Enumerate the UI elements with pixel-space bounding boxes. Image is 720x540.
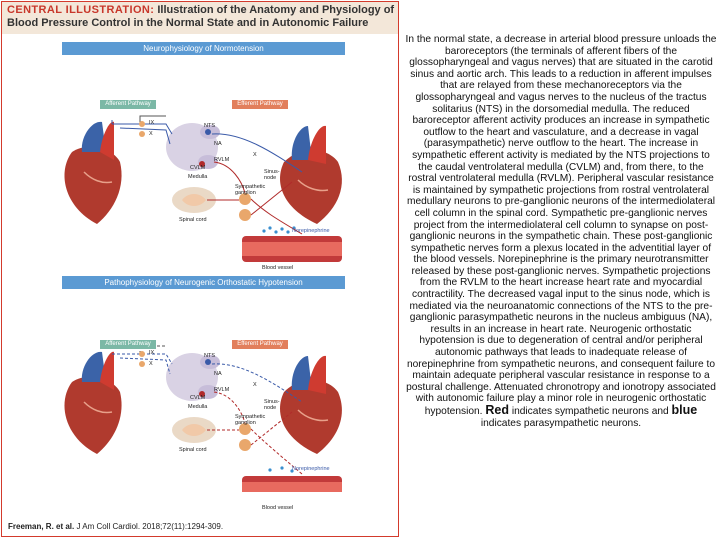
efferent-pathway-tag: Efferent Pathway <box>232 100 288 109</box>
norepinephrine-label-bottom: Norepinephrine <box>292 466 330 472</box>
spinal-cord-top <box>172 187 216 213</box>
figure-description: In the normal state, a decrease in arter… <box>405 34 717 429</box>
medulla-top <box>166 123 220 171</box>
norepinephrine-label-top: Norepinephrine <box>292 228 330 234</box>
panel-heading-normotension: Neurophysiology of Normotension <box>62 42 345 55</box>
spinal-cord-label-top: Spinal cord <box>179 217 207 223</box>
x-label-top: X <box>149 131 153 137</box>
description-end: indicates parasympathetic neurons. <box>480 417 642 429</box>
sinus-node-label-top: Sinus- node <box>264 169 280 181</box>
description-mid: indicates sympathetic neurons and <box>511 406 669 417</box>
spinal-cord-label-bottom: Spinal cord <box>179 447 207 453</box>
na-label-bottom: NA <box>214 371 222 377</box>
cvlm-label-top: CVLM <box>190 165 206 171</box>
na-label-top: NA <box>214 141 222 147</box>
blood-vessel-label-top: Blood vessel <box>262 265 294 271</box>
neural-pathways-bottom <box>112 345 303 475</box>
medulla-label-bottom: Medulla <box>188 404 208 410</box>
red-keyword: Red <box>485 403 509 417</box>
neural-pathways-top <box>111 115 303 235</box>
figure-title-text: Illustration of the Anatomy and Physiolo… <box>7 4 395 29</box>
ganglion-label-bottom: Sympathetic ganglion <box>235 414 266 426</box>
citation-authors: Freeman, R. et al. <box>8 522 75 531</box>
sinus-node-label-bottom: Sinus- node <box>264 399 280 411</box>
sympathetic-ganglion-bottom <box>239 423 251 451</box>
panel-heading-noh: Pathophysiology of Neurogenic Orthostati… <box>62 276 345 289</box>
heart-right-bottom <box>280 355 342 454</box>
x-nerve-label-bottom: X <box>253 382 257 388</box>
citation-source: J Am Coll Cardiol. 2018;72(11):1294-309. <box>76 522 224 531</box>
rvlm-label-bottom: RVLM <box>214 387 230 393</box>
description-main: In the normal state, a decrease in arter… <box>405 34 717 417</box>
nts-label-top: NTS <box>204 123 215 129</box>
nts-label-bottom: NTS <box>204 353 215 359</box>
spinal-cord-bottom <box>172 417 216 443</box>
ix-ganglion-top <box>139 121 145 127</box>
figure-header: CENTRAL ILLUSTRATION: Illustration of th… <box>2 2 398 34</box>
ix-label-top: IX <box>149 120 155 126</box>
figure-title-lead: CENTRAL ILLUSTRATION: <box>7 4 155 16</box>
efferent-pathway-tag-bottom: Efferent Pathway <box>232 340 288 349</box>
anatomy-diagram <box>64 115 342 492</box>
figure-citation: Freeman, R. et al. J Am Coll Cardiol. 20… <box>8 522 223 531</box>
central-illustration: CENTRAL ILLUSTRATION: Illustration of th… <box>1 1 399 537</box>
sympathetic-ganglion-top <box>239 193 251 221</box>
heart-left-bottom <box>64 351 122 454</box>
heart-left-top <box>64 121 122 224</box>
medulla-bottom <box>166 353 220 401</box>
ganglion-label-top: Sympathetic ganglion <box>235 184 266 196</box>
rvlm-label-top: RVLM <box>214 157 230 163</box>
afferent-pathway-tag: Afferent Pathway <box>100 100 156 109</box>
x-ganglion-top <box>139 131 145 137</box>
cvlm-label-bottom: CVLM <box>190 395 206 401</box>
x-label-bottom: X <box>149 361 153 367</box>
medulla-label-top: Medulla <box>188 174 208 180</box>
heart-right-top <box>280 125 342 224</box>
blood-vessel-bottom <box>242 466 342 492</box>
x-nerve-label-top: X <box>253 152 257 158</box>
blood-vessel-label-bottom: Blood vessel <box>262 505 294 511</box>
ix-label-bottom: IX <box>149 350 155 356</box>
blood-vessel-top <box>242 226 342 262</box>
ix-ganglion-bottom <box>139 351 145 357</box>
afferent-pathway-tag-bottom: Afferent Pathway <box>100 340 156 349</box>
figure-title: CENTRAL ILLUSTRATION: Illustration of th… <box>7 4 395 30</box>
x-ganglion-bottom <box>139 361 145 367</box>
blue-keyword: blue <box>671 403 698 417</box>
